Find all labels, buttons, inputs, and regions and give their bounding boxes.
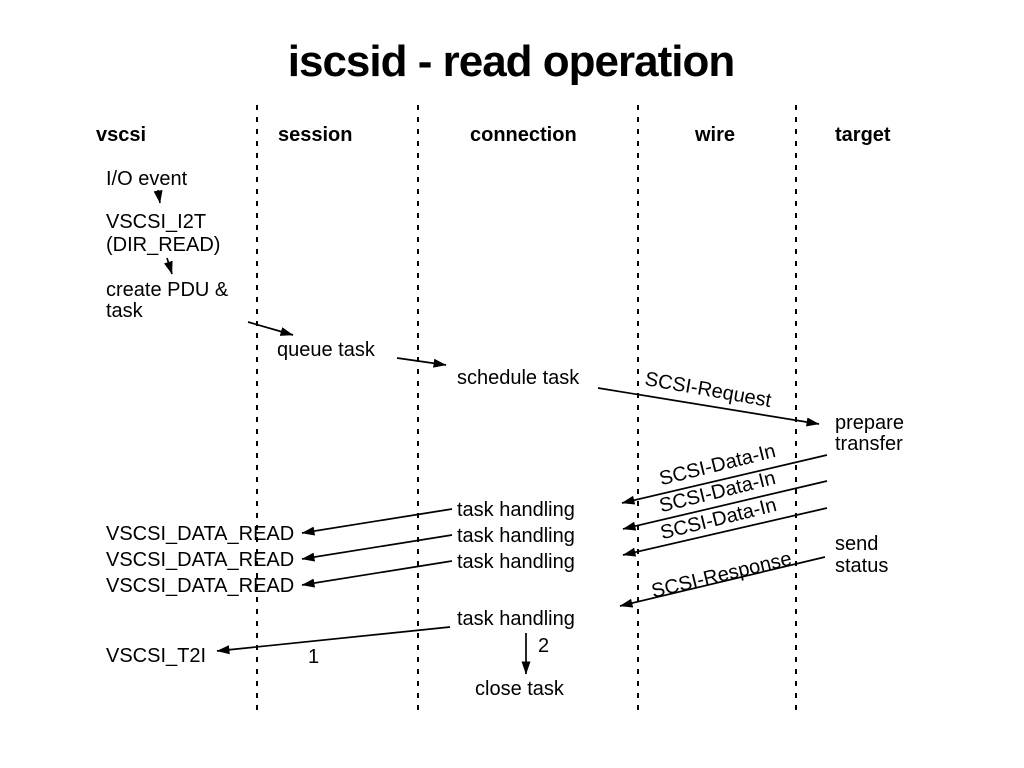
arrow-vscsi-t2i <box>216 626 451 655</box>
column-headers: vscsi session connection wire target <box>96 124 891 146</box>
arrow-io-event-to-i2t <box>153 189 163 204</box>
label-prepare-line2: transfer <box>835 433 903 455</box>
label-scsi-response: SCSI-Response <box>649 548 794 603</box>
label-prepare-line1: prepare <box>835 412 904 434</box>
arrow-data-read-3 <box>301 560 453 588</box>
label-vscsi-data-read-1: VSCSI_DATA_READ <box>106 523 294 545</box>
arrow-scsi-request <box>597 387 820 427</box>
label-vscsi-data-read-2: VSCSI_DATA_READ <box>106 549 294 571</box>
task-handling-group: task handling task handling task handlin… <box>106 499 575 597</box>
label-send-line2: status <box>835 555 888 577</box>
column-header-connection: connection <box>470 124 577 146</box>
label-create-pdu-line2: task <box>106 300 144 322</box>
label-create-pdu-line1: create PDU & <box>106 279 229 301</box>
column-header-target: target <box>835 124 891 146</box>
completion-group: task handling VSCSI_T2I 1 2 close task <box>106 608 575 700</box>
column-header-wire: wire <box>694 124 735 146</box>
vscsi-flow: I/O event VSCSI_I2T (DIR_READ) create PD… <box>106 168 229 322</box>
label-io-event: I/O event <box>106 168 188 190</box>
arrow-scsi-data-in-3 <box>622 507 828 557</box>
label-task-handling-2: task handling <box>457 525 575 547</box>
label-task-handling-3: task handling <box>457 551 575 573</box>
label-queue-task: queue task <box>277 339 376 361</box>
label-close-task: close task <box>475 678 565 700</box>
label-task-handling-1: task handling <box>457 499 575 521</box>
label-vscsi-t2i: VSCSI_T2I <box>106 645 206 667</box>
arrow-i2t-to-create-pdu <box>163 257 173 275</box>
arrow-queue-to-schedule-task <box>396 357 447 368</box>
label-vscsi-i2t: VSCSI_I2T <box>106 211 206 233</box>
label-schedule-task: schedule task <box>457 367 580 389</box>
column-header-session: session <box>278 124 352 146</box>
arrow-scsi-response <box>619 556 826 608</box>
arrow-data-read-1 <box>301 508 453 536</box>
label-task-handling-4: task handling <box>457 608 575 630</box>
label-step-1: 1 <box>308 646 319 668</box>
label-vscsi-data-read-3: VSCSI_DATA_READ <box>106 575 294 597</box>
label-send-line1: send <box>835 533 878 555</box>
label-dir-read: (DIR_READ) <box>106 234 220 256</box>
column-header-vscsi: vscsi <box>96 124 146 146</box>
arrow-scsi-data-in-1 <box>621 454 828 505</box>
arrow-data-read-2 <box>301 534 453 562</box>
page-title: iscsid - read operation <box>288 37 734 86</box>
arrow-create-pdu-to-queue-task <box>247 321 294 336</box>
arrow-scsi-data-in-2 <box>622 480 828 531</box>
label-step-2: 2 <box>538 635 549 657</box>
